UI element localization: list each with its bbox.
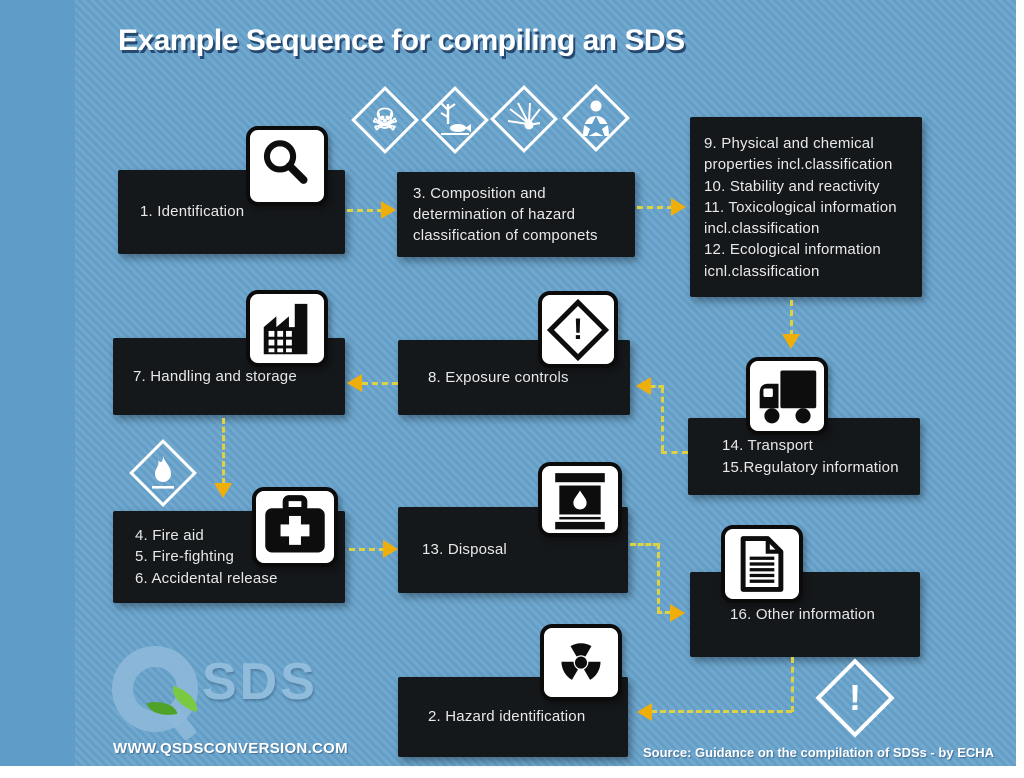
arrow-13-to-16-dash1 [630, 543, 659, 546]
qsds-logo [112, 646, 202, 742]
magnifier-glyph [263, 140, 308, 184]
arrow-13-to-16-dash3 [657, 611, 670, 614]
website-text: WWW.QSDSCONVERSION.COM [113, 740, 348, 757]
arrow-7-to-4-dash [222, 418, 225, 484]
box-hazard-label: 2. Hazard identification [428, 708, 586, 726]
skull-crossbones-icon: ☠ [371, 103, 399, 137]
box-composition-label: 3. Composition and determination of haza… [413, 184, 598, 245]
arrow-4-to-13-dash [349, 548, 385, 551]
source-text: Source: Guidance on the compilation of S… [643, 745, 995, 760]
ghs-explosive-diamond [489, 84, 559, 154]
radiation-glyph [561, 642, 601, 680]
arrow-13-to-16-head [670, 604, 685, 622]
box-handling: 7. Handling and storage [113, 338, 345, 415]
box-fire-label: 4. Fire aid 5. Fire-fighting 6. Accident… [135, 527, 278, 587]
box-properties: 9. Physical and chemical properties incl… [690, 117, 922, 297]
barrel-glyph [555, 472, 605, 529]
arrow-3-to-9-head [671, 198, 686, 216]
health-hazard-person-icon [583, 100, 609, 137]
dead-tree-fish-icon [440, 102, 471, 135]
box-exposure-label: 8. Exposure controls [428, 368, 569, 386]
ghs-environment-diamond [420, 85, 490, 155]
factory-glyph [263, 303, 308, 354]
arrow-4-to-13-head [383, 540, 398, 558]
box-transport-label: 14. Transport 15.Regulatory information [722, 437, 899, 476]
page-title: Example Sequence for compiling an SDS [118, 24, 685, 57]
logo-sds-text: SDS [202, 653, 318, 711]
arrow-8-to-7-head [347, 374, 362, 392]
arrow-7-to-4-head [214, 483, 232, 498]
flame-icon [152, 456, 174, 489]
document-glyph [740, 536, 784, 592]
box-disposal-label: 13. Disposal [422, 541, 507, 559]
arrow-9-to-14-head [782, 334, 800, 349]
first-aid-glyph [265, 495, 325, 553]
arrow-1-to-3-dash [347, 209, 383, 212]
arrow-3-to-9-dash [637, 206, 673, 209]
box-other-label: 16. Other information [730, 605, 876, 623]
first-aid-icon [252, 487, 338, 567]
ghs-toxic-diamond: ☠ [350, 85, 420, 155]
exclamation-icon: ! [849, 677, 861, 718]
arrow-14-to-8-dash2 [661, 387, 664, 451]
warning-diamond: ! [813, 656, 897, 740]
arrow-14-to-8-head [636, 377, 651, 395]
arrow-16-to-2-dash2 [651, 710, 792, 713]
flame-diamond [128, 438, 198, 508]
exclamation-icon: ! [573, 312, 583, 346]
arrow-16-to-2-head [637, 703, 652, 721]
logo-q-ring [112, 646, 198, 732]
truck-icon [746, 357, 828, 435]
box-identification-label: 1. Identification [140, 203, 245, 221]
arrow-1-to-3-head [381, 201, 396, 219]
arrow-9-to-14-dash [790, 300, 793, 336]
barrel-icon [538, 462, 622, 537]
arrow-14-to-8-dash1 [661, 451, 688, 454]
magnifier-icon [246, 126, 328, 206]
arrow-16-to-2-dash1 [791, 657, 794, 712]
exploding-bomb-icon [507, 102, 541, 130]
box-handling-label: 7. Handling and storage [133, 367, 297, 385]
truck-glyph [759, 370, 817, 424]
radiation-icon [540, 624, 622, 701]
box-composition: 3. Composition and determination of haza… [397, 172, 635, 257]
arrow-13-to-16-dash2 [657, 543, 660, 613]
arrow-14-to-8-dash3 [650, 385, 664, 388]
ghs-health-hazard-diamond [561, 83, 631, 153]
exclamation-diamond-card: ! [538, 291, 618, 368]
document-icon [721, 525, 803, 603]
box-disposal: 13. Disposal [398, 507, 628, 593]
arrow-8-to-7-dash [362, 382, 398, 385]
factory-icon [246, 290, 328, 367]
box-properties-label: 9. Physical and chemical properties incl… [704, 135, 897, 280]
